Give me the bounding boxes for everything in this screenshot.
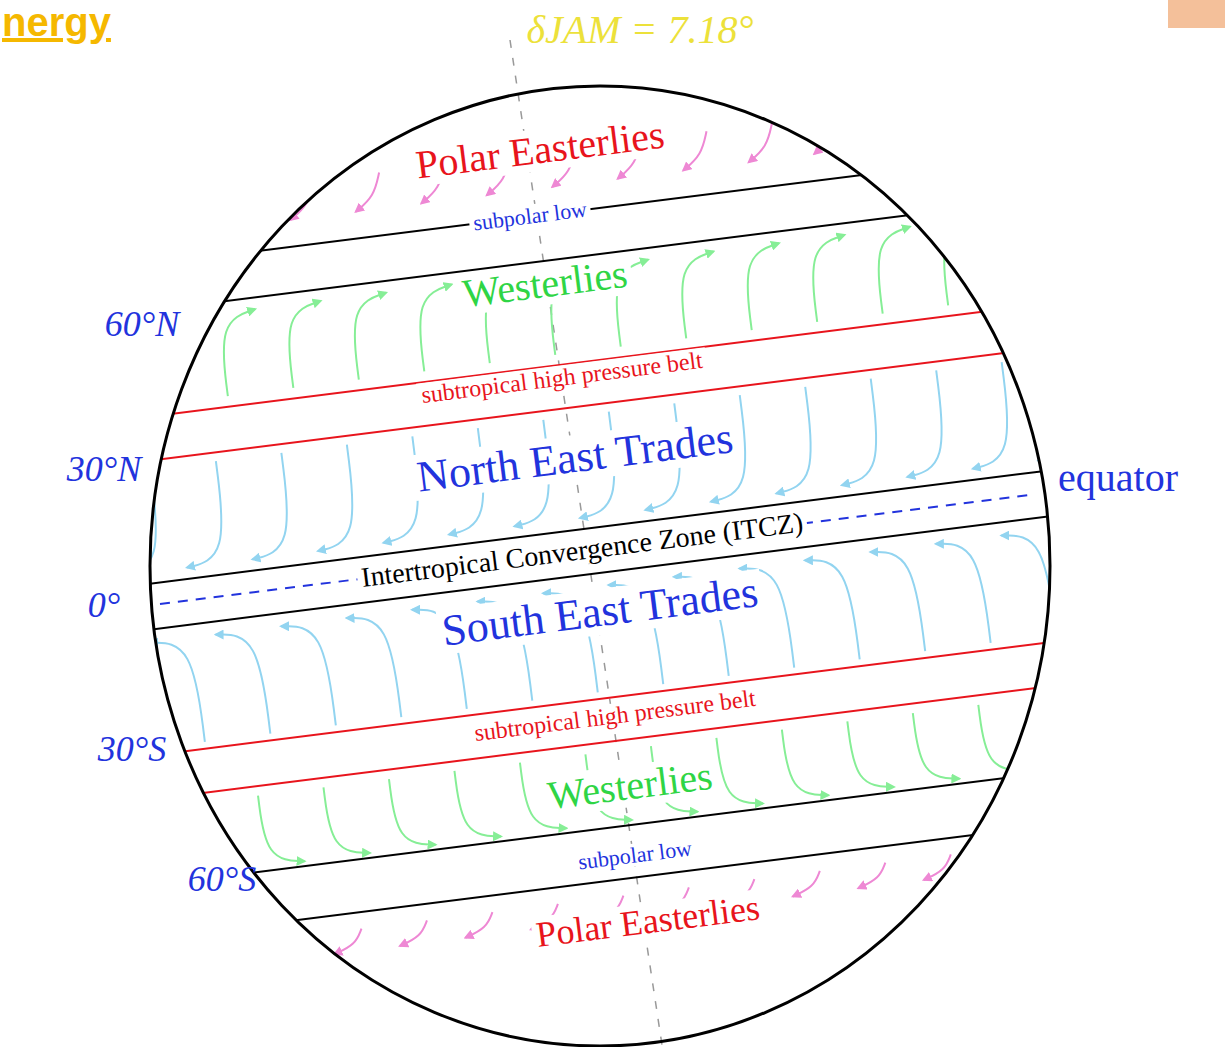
band-line: [100, 145, 1100, 271]
equator-line: [160, 495, 1030, 604]
wind-arrow: [960, 362, 1014, 468]
wind-arrow: [872, 227, 920, 314]
band-lines: [10, 83, 1188, 983]
corner-tab: [1168, 0, 1225, 28]
wind-arrow: [741, 243, 789, 330]
wind-arrow: [875, 107, 907, 146]
wind-arrow: [89, 206, 121, 245]
equator-label: equator: [1058, 457, 1178, 499]
wind-arrow: [716, 733, 763, 808]
wind-arrows: [10, 83, 1188, 983]
wind-arrow: [397, 920, 430, 946]
band-line: [100, 464, 1100, 590]
wind-arrow: [1006, 90, 1038, 129]
pressure-belt-name: subtropical high pressure belt: [469, 685, 761, 746]
wind-arrow: [978, 700, 1025, 775]
wind-arrow: [895, 370, 949, 476]
wind-arrow: [856, 863, 889, 889]
wind-arrow: [936, 539, 991, 648]
pressure-belt-name: subpolar low: [573, 836, 697, 874]
globe-outline: [150, 86, 1050, 1046]
wind-arrow: [24, 214, 56, 253]
latitude-label: 0°: [88, 587, 120, 625]
wind-arrow: [305, 445, 359, 551]
wind-name: South East Trades: [435, 569, 764, 656]
angle-label: δJAM = 7.18°: [526, 9, 753, 51]
wind-arrow: [1052, 838, 1085, 864]
wind-arrow: [281, 621, 336, 730]
wind-arrow: [1025, 354, 1079, 460]
wind-name: Polar Easterlies: [409, 113, 670, 187]
wind-arrow: [240, 453, 294, 559]
wind-arrow: [454, 766, 501, 841]
wind-arrow: [676, 251, 724, 338]
wind-arrow: [790, 871, 823, 897]
wind-arrow: [43, 478, 97, 584]
wind-arrow: [1003, 210, 1051, 297]
wind-arrow: [1067, 522, 1122, 631]
wind-arrow: [286, 181, 318, 220]
wind-arrow: [127, 807, 174, 882]
wind-arrow: [217, 309, 265, 396]
wind-arrow: [220, 189, 252, 228]
wind-arrow: [987, 846, 1020, 872]
wind-arrow: [216, 629, 271, 738]
wind-arrow: [414, 284, 462, 371]
wind-name: Polar Easterlies: [530, 889, 766, 956]
wind-arrow: [782, 725, 829, 800]
latitude-label: 60°S: [188, 861, 256, 899]
wind-arrow: [258, 791, 305, 866]
wind-arrow: [805, 555, 860, 664]
wind-arrow: [463, 912, 496, 938]
wind-arrow: [347, 613, 402, 722]
wind-arrow: [174, 461, 228, 567]
wind-arrow: [810, 115, 842, 154]
slide-title: nergy: [2, 0, 111, 44]
pressure-belt-name: subtropical high pressure belt: [416, 347, 708, 408]
wind-arrow: [389, 774, 436, 849]
wind-arrow: [351, 173, 383, 212]
wind-arrow: [941, 98, 973, 137]
wind-arrow: [913, 708, 960, 783]
wind-arrow: [283, 301, 331, 388]
wind-arrow: [155, 197, 187, 236]
wind-arrow: [744, 123, 776, 162]
wind-arrow: [1109, 684, 1156, 759]
wind-arrow: [938, 218, 986, 305]
wind-arrow: [323, 783, 370, 858]
wind-arrow: [266, 937, 299, 963]
wind-name: Westerlies: [541, 754, 718, 817]
wind-arrow: [1044, 692, 1091, 767]
latitude-label: 60°N: [105, 306, 179, 344]
wind-arrow: [847, 717, 894, 792]
band-line: [100, 191, 1100, 317]
wind-arrow: [870, 547, 925, 656]
wind-name: Westerlies: [456, 252, 633, 315]
wind-arrow: [764, 387, 818, 493]
wind-arrow: [201, 945, 234, 971]
wind-arrow: [807, 235, 855, 322]
wind-arrow: [829, 379, 883, 485]
wind-arrow: [332, 929, 365, 955]
latitude-label: 30°S: [98, 731, 166, 769]
wind-arrow: [1069, 202, 1117, 289]
wind-arrow: [679, 131, 711, 170]
wind-arrow: [1117, 830, 1150, 856]
wind-arrow: [348, 293, 396, 380]
wind-arrow: [135, 953, 168, 979]
latitude-label: 30°N: [67, 451, 141, 489]
wind-name: North East Trades: [411, 415, 740, 502]
pressure-belt-name: subpolar low: [468, 197, 592, 235]
